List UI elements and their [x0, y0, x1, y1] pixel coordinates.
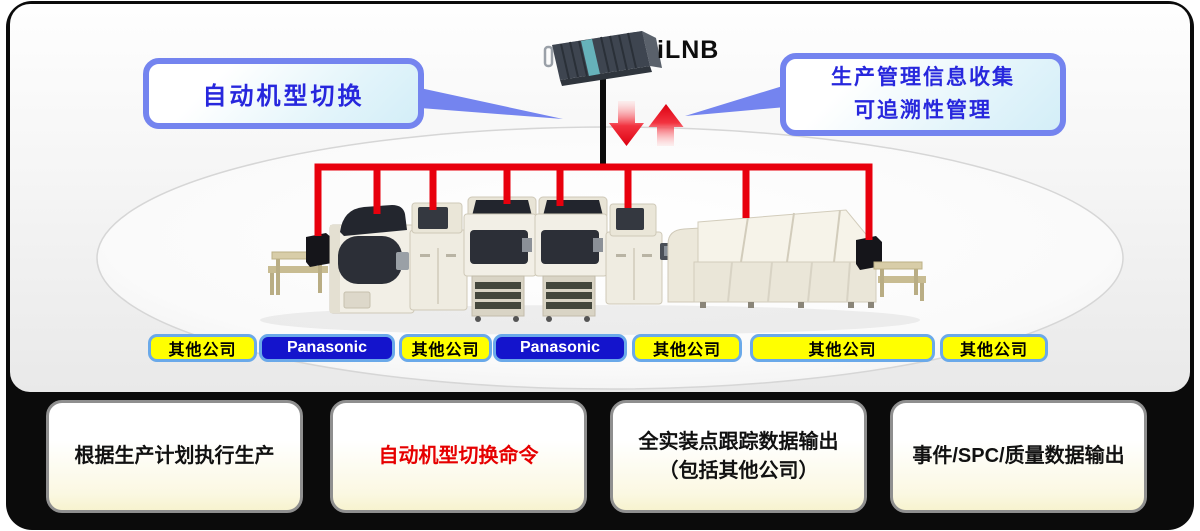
- card-line: 根据生产计划执行生产: [74, 445, 275, 467]
- footer-card-changeover-command: 自动机型切换命令: [330, 400, 587, 513]
- vendor-label: 其他公司: [399, 334, 492, 362]
- vendor-label-text: 其他公司: [652, 342, 721, 359]
- callout-line-2: 可追溯性管理: [854, 98, 992, 122]
- server-label: iLNB: [657, 36, 720, 64]
- vendor-label: 其他公司: [940, 334, 1048, 362]
- card-line: 自动机型切换命令: [378, 445, 539, 467]
- footer-card-quality-data: 事件/SPC/质量数据输出: [890, 400, 1147, 513]
- vendor-label: 其他公司: [750, 334, 935, 362]
- footer-card-production-plan: 根据生产计划执行生产: [46, 400, 303, 513]
- callout-production-info: 生产管理信息收集 可追溯性管理: [780, 53, 1066, 136]
- footer-card-trace-data: 全实装点跟踪数据输出 （包括其他公司）: [610, 400, 867, 513]
- vendor-label: 其他公司: [632, 334, 742, 362]
- card-line: 全实装点跟踪数据输出: [638, 430, 839, 453]
- vendor-label-text: 其他公司: [168, 342, 237, 359]
- callout-line-1: 生产管理信息收集: [831, 65, 1015, 89]
- vendor-label-text: 其他公司: [411, 342, 480, 359]
- vendor-label: 其他公司: [148, 334, 257, 362]
- card-line: 事件/SPC/质量数据输出: [912, 445, 1125, 467]
- callout-auto-changeover: 自动机型切换: [143, 58, 424, 129]
- vendor-label-text: Panasonic: [286, 339, 368, 356]
- callout-text: 自动机型切换: [202, 83, 365, 110]
- vendor-label-text: Panasonic: [519, 339, 601, 356]
- vendor-label-text: 其他公司: [808, 342, 877, 359]
- vendor-label: Panasonic: [493, 334, 627, 362]
- vendor-label-text: 其他公司: [959, 342, 1028, 359]
- vendor-label: Panasonic: [259, 334, 395, 362]
- card-line: （包括其他公司）: [658, 459, 819, 482]
